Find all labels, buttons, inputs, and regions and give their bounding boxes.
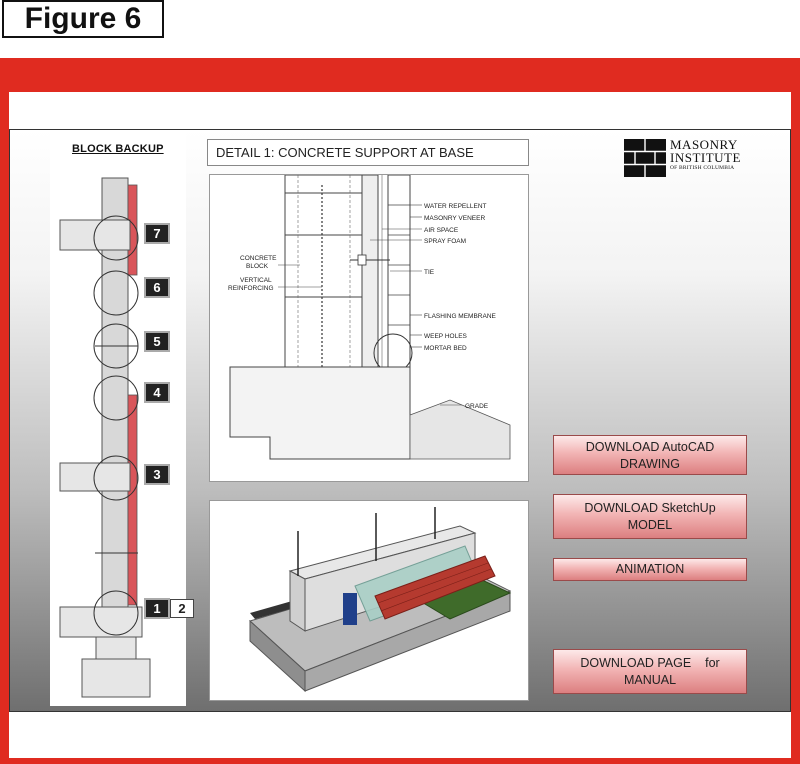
- download-sketchup-label-2: MODEL: [627, 518, 673, 532]
- label-flashing: FLASHING MEMBRANE: [424, 313, 497, 320]
- label-tie: TIE: [424, 269, 435, 276]
- label-block: BLOCK: [246, 263, 269, 270]
- animation-label: ANIMATION: [615, 562, 685, 576]
- main-panel: BLOCK BACKUP: [9, 129, 791, 712]
- detail-title: DETAIL 1: CONCRETE SUPPORT AT BASE: [207, 139, 529, 166]
- download-sketchup-button[interactable]: DOWNLOAD SketchUp MODEL: [553, 494, 747, 539]
- model-3d-svg: [249, 507, 512, 693]
- label-water-repellent: WATER REPELLENT: [424, 203, 487, 210]
- label-reinforcing: REINFORCING: [228, 285, 274, 292]
- wall-section-drawing: [59, 177, 151, 698]
- label-weep-holes: WEEP HOLES: [424, 333, 468, 340]
- marker-7[interactable]: 7: [144, 223, 170, 244]
- brick-logo-icon: [624, 139, 666, 177]
- label-vertical: VERTICAL: [240, 277, 272, 284]
- animation-button[interactable]: ANIMATION: [553, 558, 747, 581]
- download-manual-button[interactable]: DOWNLOAD PAGE for MANUAL: [553, 649, 747, 694]
- figure-label: Figure 6: [2, 0, 164, 38]
- label-air-space: AIR SPACE: [424, 227, 459, 234]
- cad-detail-drawing[interactable]: WATER REPELLENT MASONRY VENEER AIR SPACE…: [209, 174, 529, 482]
- marker-4[interactable]: 4: [144, 382, 170, 403]
- marker-1[interactable]: 1: [144, 598, 170, 619]
- red-frame: BLOCK BACKUP: [0, 58, 800, 764]
- logo-line-3: OF BRITISH COLUMBIA: [670, 165, 735, 171]
- marker-2[interactable]: 2: [170, 599, 194, 618]
- label-spray-foam: SPRAY FOAM: [424, 238, 466, 245]
- download-autocad-label-2: DRAWING: [620, 457, 680, 471]
- block-backup-column: BLOCK BACKUP: [50, 133, 186, 706]
- cad-detail-svg: WATER REPELLENT MASONRY VENEER AIR SPACE…: [228, 175, 511, 460]
- logo-text: MASONRY INSTITUTE OF BRITISH COLUMBIA: [670, 138, 741, 172]
- label-grade: GRADE: [465, 403, 489, 410]
- logo-line-1: MASONRY: [670, 137, 738, 152]
- download-manual-label-2: MANUAL: [623, 673, 677, 687]
- masonry-institute-logo: MASONRY INSTITUTE OF BRITISH COLUMBIA: [624, 138, 746, 178]
- block-backup-title: BLOCK BACKUP: [72, 143, 164, 155]
- download-manual-label-1: DOWNLOAD PAGE for: [580, 656, 720, 670]
- logo-line-2: INSTITUTE: [670, 150, 741, 165]
- label-mortar-bed: MORTAR BED: [424, 345, 467, 352]
- label-masonry-veneer: MASONRY VENEER: [424, 215, 485, 222]
- label-concrete: CONCRETE: [240, 255, 277, 262]
- download-sketchup-label-1: DOWNLOAD SketchUp: [584, 501, 716, 515]
- inner-page: BLOCK BACKUP: [9, 92, 791, 758]
- download-autocad-label-1: DOWNLOAD AutoCAD: [585, 440, 715, 454]
- marker-3[interactable]: 3: [144, 464, 170, 485]
- download-autocad-button[interactable]: DOWNLOAD AutoCAD DRAWING: [553, 435, 747, 475]
- sketchup-model-preview[interactable]: [209, 500, 529, 701]
- marker-6[interactable]: 6: [144, 277, 170, 298]
- marker-5[interactable]: 5: [144, 331, 170, 352]
